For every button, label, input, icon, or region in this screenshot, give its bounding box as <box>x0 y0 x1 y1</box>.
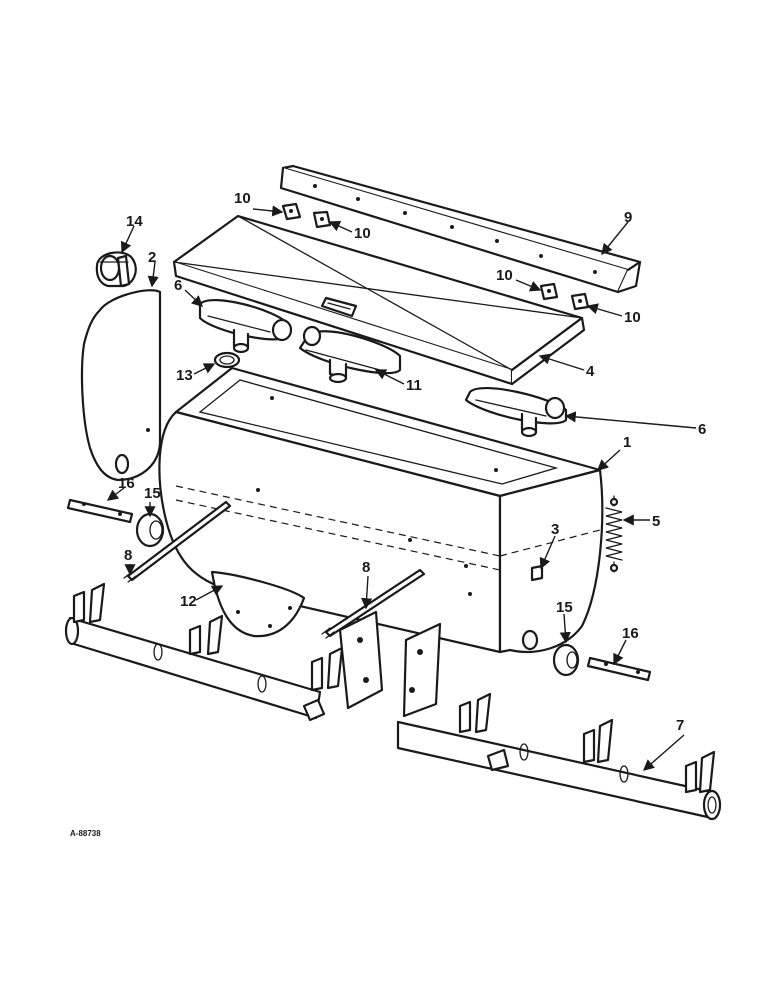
hopper-lid-part <box>172 214 586 386</box>
feed-cup-part <box>298 325 402 384</box>
callout-7: 7 <box>676 717 684 734</box>
spring-part <box>605 495 623 573</box>
callout-13: 13 <box>176 367 193 384</box>
side-plate-part <box>338 610 442 718</box>
callout-4: 4 <box>586 363 595 380</box>
feed-cup-part <box>198 299 293 354</box>
callout-16b: 16 <box>622 625 639 642</box>
callout-1: 1 <box>623 434 631 451</box>
bracket-plate-part <box>210 570 306 638</box>
callout-2: 2 <box>148 249 156 266</box>
right-axle-shaft-part <box>396 692 722 821</box>
callout-6a: 6 <box>174 277 182 294</box>
callout-8b: 8 <box>362 559 370 576</box>
gasket-part <box>213 351 241 369</box>
callout-16a: 16 <box>118 475 135 492</box>
rod-part <box>321 568 426 639</box>
callout-leaders <box>106 205 697 771</box>
callout-12: 12 <box>180 593 197 610</box>
callout-11: 11 <box>406 377 422 394</box>
clamp-part <box>95 251 137 288</box>
pin-part <box>586 656 652 682</box>
callout-8a: 8 <box>124 547 132 564</box>
bearing-part <box>135 512 165 548</box>
feed-cup-part <box>464 387 568 438</box>
reference-code: A-88738 <box>70 829 101 838</box>
callout-5: 5 <box>652 513 660 530</box>
end-panel-part <box>80 289 162 482</box>
callout-3: 3 <box>551 521 559 538</box>
callout-10d: 10 <box>624 309 641 326</box>
callout-9: 9 <box>624 209 632 226</box>
callout-15b: 15 <box>556 599 573 616</box>
callout-10a: 10 <box>234 190 251 207</box>
callout-15a: 15 <box>144 485 161 502</box>
bearing-part <box>552 643 580 677</box>
callout-10b: 10 <box>354 225 371 242</box>
angle-bar-part <box>279 164 642 294</box>
pin-part <box>66 498 134 524</box>
left-axle-shaft <box>64 582 344 722</box>
callout-labels: 1 2 3 4 5 6 6 7 8 8 9 10 10 10 10 11 12 … <box>70 190 706 838</box>
callout-14: 14 <box>126 213 143 230</box>
callout-6b: 6 <box>698 421 706 438</box>
callout-10c: 10 <box>496 267 513 284</box>
